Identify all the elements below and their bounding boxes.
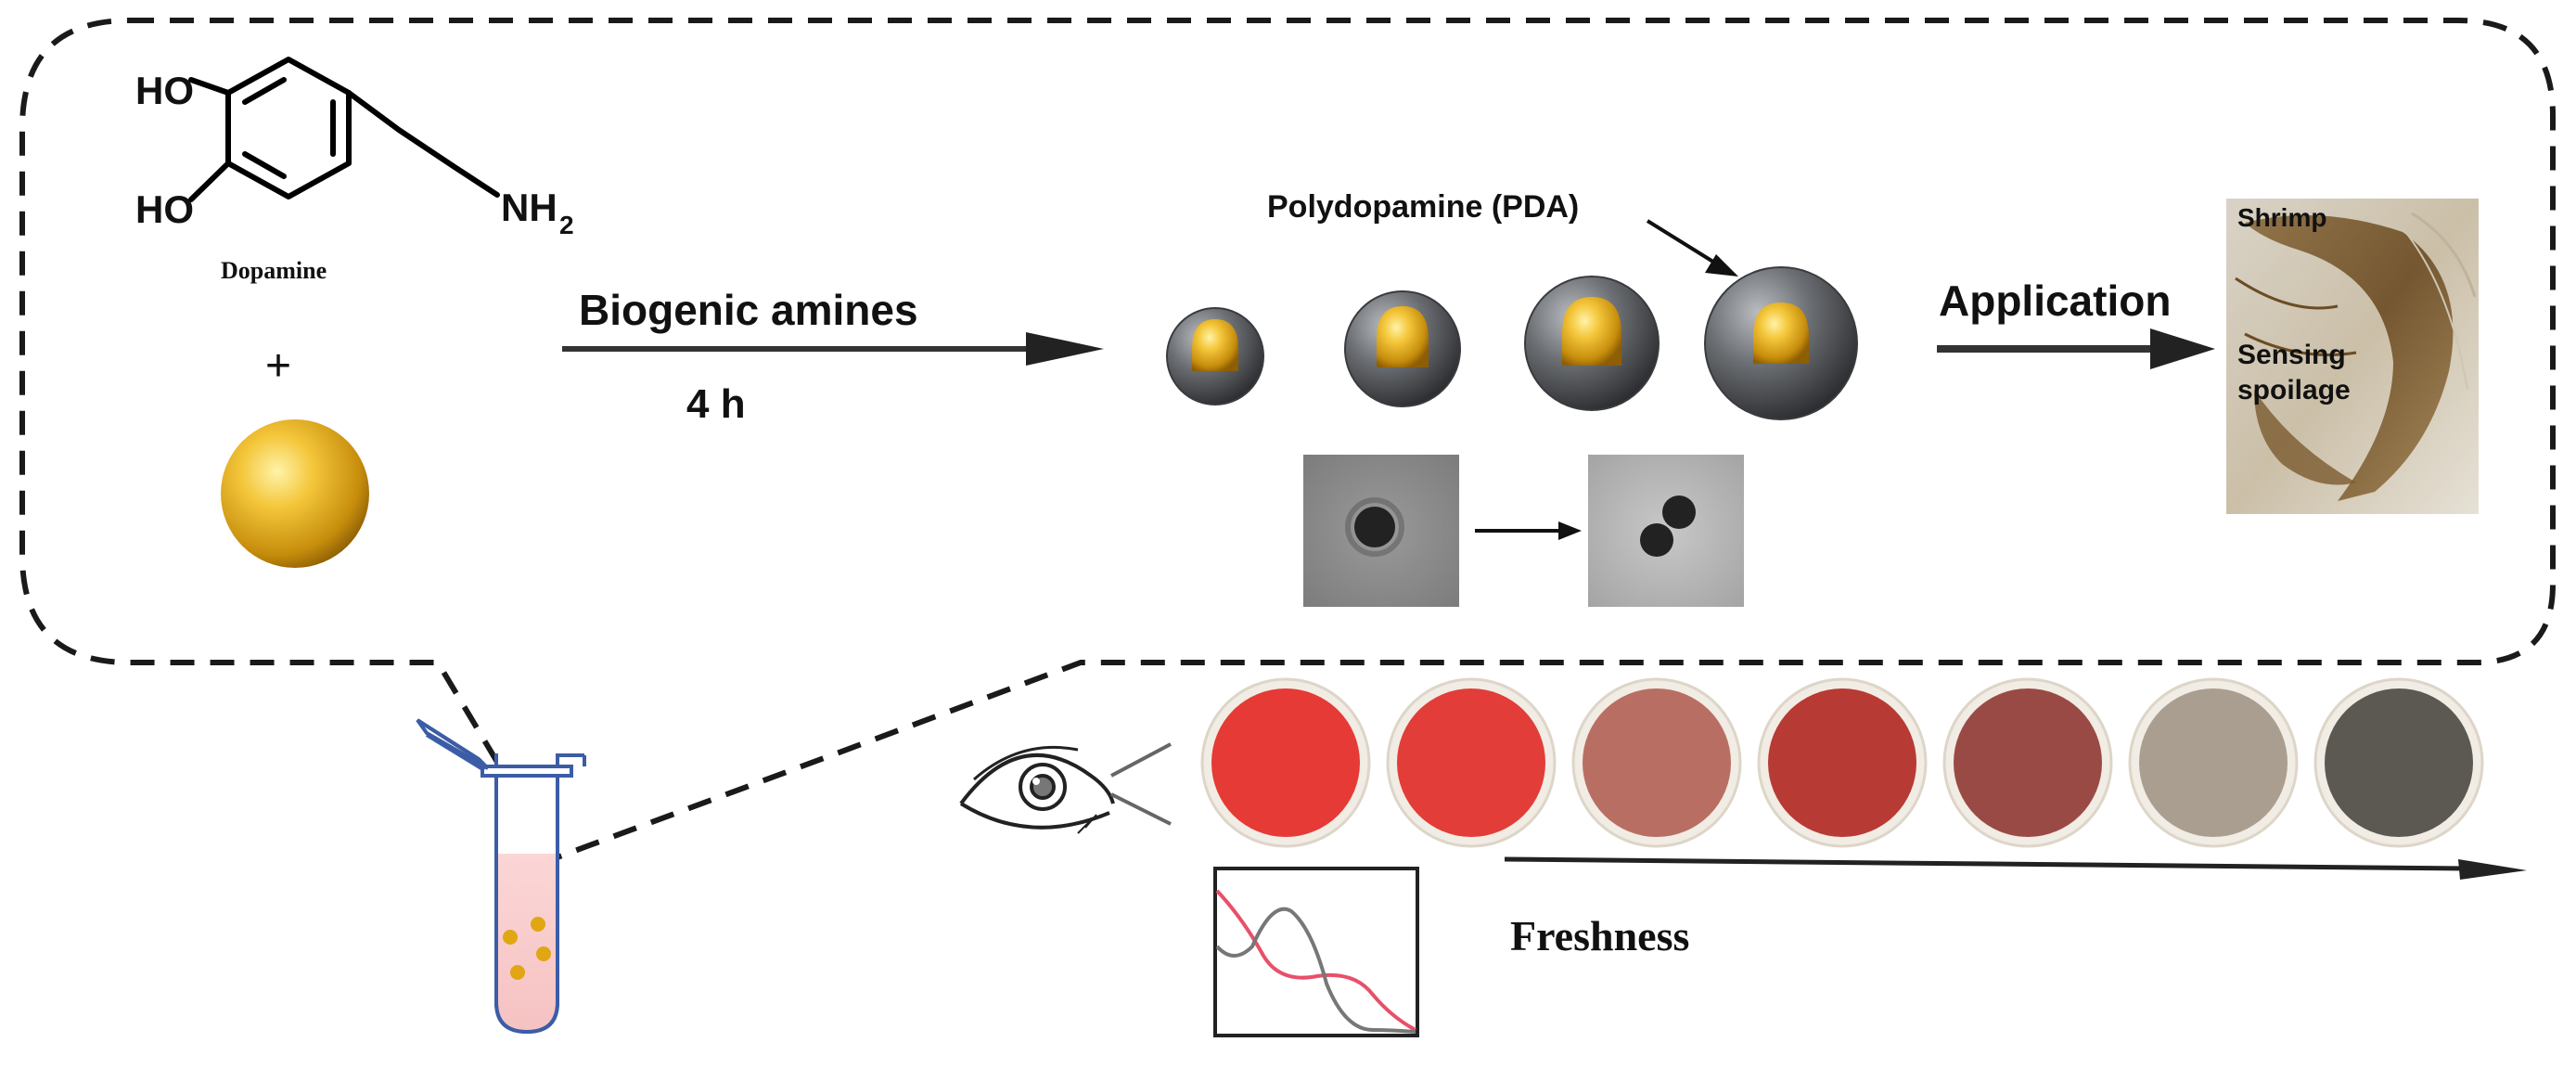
reaction-arrow-head bbox=[1026, 332, 1104, 366]
eye-icon bbox=[959, 746, 1115, 834]
color-swatch bbox=[1954, 688, 2102, 837]
gold-dot bbox=[531, 917, 545, 932]
test-tube-icon bbox=[416, 718, 586, 1035]
pda-pointer-shaft bbox=[1646, 219, 1718, 265]
color-swatch bbox=[2139, 688, 2288, 837]
tem-particle bbox=[1354, 507, 1395, 547]
color-swatch bbox=[2325, 688, 2473, 837]
gold-dot bbox=[510, 965, 525, 980]
tem-particle bbox=[1640, 523, 1673, 557]
tem-particle bbox=[1662, 495, 1696, 529]
core-shell-particle bbox=[1524, 276, 1660, 411]
gold-dot bbox=[536, 946, 551, 961]
dopamine-structure bbox=[188, 57, 500, 202]
color-swatch bbox=[1397, 688, 1545, 837]
freshness-label: Freshness bbox=[1510, 912, 1689, 959]
color-swatch bbox=[1211, 688, 1360, 837]
gold-dot bbox=[503, 930, 518, 945]
core-shell-particle bbox=[1704, 266, 1858, 420]
pda-pointer-head bbox=[1705, 254, 1738, 277]
gold-nanoparticle bbox=[221, 419, 369, 568]
sensing-label: Sensing bbox=[2237, 340, 2346, 370]
dopamine-name: Dopamine bbox=[221, 257, 327, 284]
pda-label: Polydopamine (PDA) bbox=[1267, 189, 1579, 225]
color-swatch bbox=[1583, 688, 1731, 837]
tem-arrow-head bbox=[1558, 521, 1582, 540]
reagent-label: Biogenic amines bbox=[579, 286, 918, 334]
freshness-arrow-shaft bbox=[1504, 856, 2468, 871]
color-swatch bbox=[1768, 688, 1916, 837]
reaction-time-label: 4 h bbox=[686, 381, 746, 427]
amine-subscript: 2 bbox=[559, 211, 574, 239]
spectrum-gray-curve bbox=[1215, 907, 1416, 1034]
spoilage-label: spoilage bbox=[2237, 375, 2351, 405]
plus-sign: + bbox=[265, 341, 291, 391]
sight-line-top bbox=[1110, 742, 1172, 778]
core-shell-particle bbox=[1166, 307, 1264, 405]
core-shell-particle bbox=[1344, 290, 1461, 407]
application-arrow-head bbox=[2150, 328, 2215, 369]
application-label: Application bbox=[1939, 277, 2171, 325]
shrimp-photo bbox=[2226, 199, 2479, 514]
color-swatch-row bbox=[1200, 677, 2484, 848]
amine-label: NH bbox=[501, 186, 557, 229]
dashed-callout-border bbox=[19, 18, 2556, 862]
shrimp-label: Shrimp bbox=[2237, 203, 2326, 232]
hydroxyl-bottom-label: HO bbox=[135, 187, 194, 231]
sight-line-bottom bbox=[1110, 792, 1172, 826]
freshness-arrow-head bbox=[2458, 859, 2527, 880]
hydroxyl-top-label: HO bbox=[135, 69, 194, 112]
spectrum-red-curve bbox=[1215, 889, 1416, 1032]
